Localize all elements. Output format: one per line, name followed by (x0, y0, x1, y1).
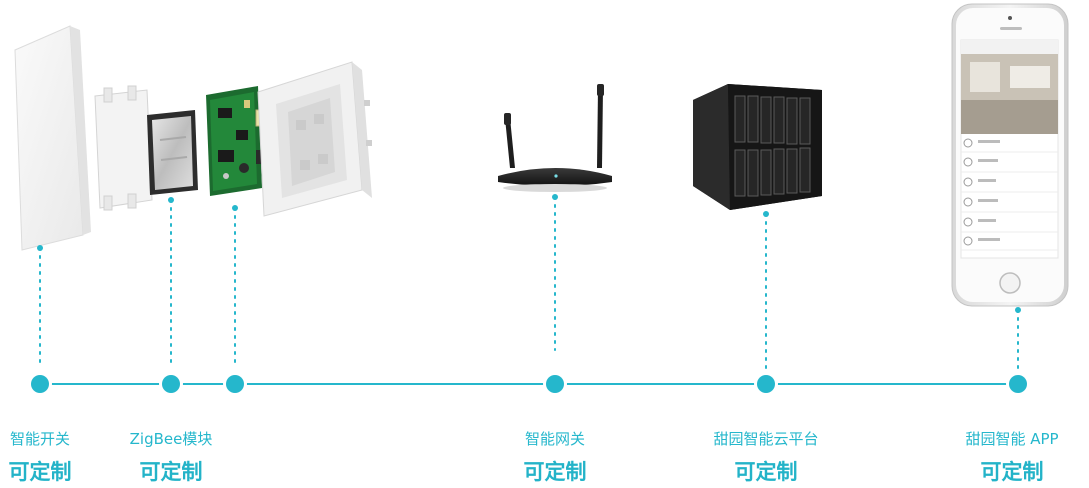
label-smart-switch: 智能开关 (9, 430, 70, 448)
sub-cloud-platform: 可定制 (734, 460, 798, 484)
timeline-node-5 (754, 372, 778, 396)
timeline-node-3 (223, 372, 247, 396)
anchor-dot (168, 197, 174, 203)
connector-lines (39, 196, 1019, 369)
sub-app: 可定制 (980, 460, 1044, 484)
router-icon (498, 84, 612, 192)
label-zigbee-module: ZigBee模块 (129, 430, 213, 448)
server-icon (693, 84, 822, 210)
sub-smart-gateway: 可定制 (523, 460, 587, 484)
timeline-node-6 (1006, 372, 1030, 396)
smartphone-icon (951, 3, 1069, 307)
timeline-node-1 (28, 372, 52, 396)
zigbee-chip-icon (147, 110, 198, 195)
timeline-nodes (28, 372, 1030, 396)
anchor-dot (552, 194, 558, 200)
anchor-dot (232, 205, 238, 211)
anchor-dot (1015, 307, 1021, 313)
anchor-dot (763, 211, 769, 217)
anchor-dot (37, 245, 43, 251)
sub-zigbee-module: 可定制 (139, 460, 203, 484)
label-app: 甜园智能 APP (965, 430, 1059, 448)
label-cloud-platform: 甜园智能云平台 (713, 430, 819, 448)
switch-frame-icon (94, 85, 153, 211)
connector-end-dots (37, 194, 1021, 313)
sub-smart-switch: 可定制 (8, 460, 72, 484)
wall-box-icon (257, 61, 372, 217)
label-smart-gateway: 智能网关 (524, 430, 585, 448)
timeline-node-4 (543, 372, 567, 396)
switch-panel-icon (14, 25, 91, 251)
timeline-node-2 (159, 372, 183, 396)
